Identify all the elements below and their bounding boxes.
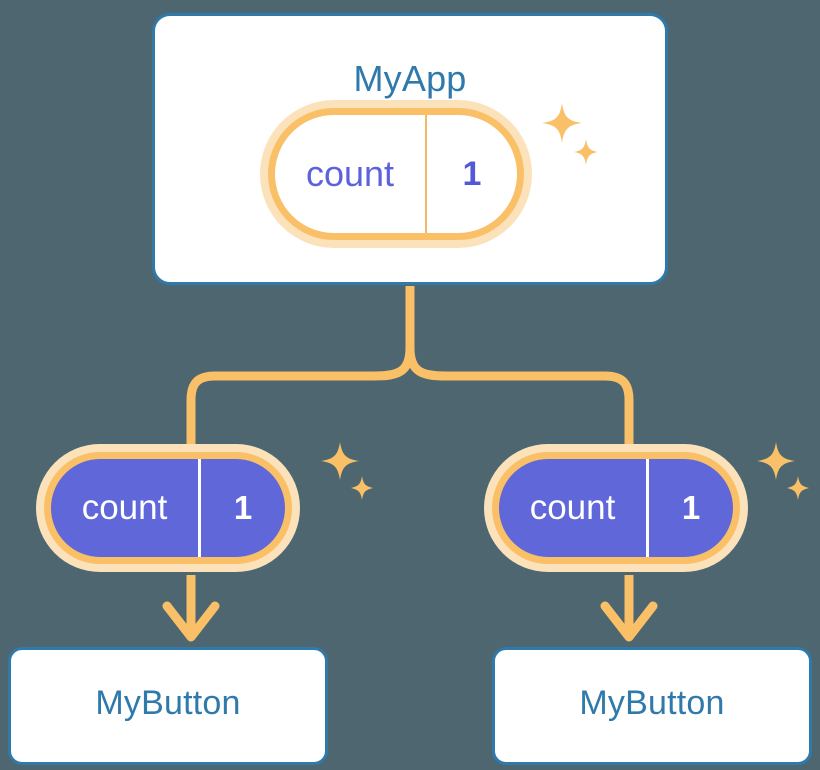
right-state-key: count <box>499 459 649 557</box>
branch-junction-right <box>405 343 634 457</box>
root-component-title: MyApp <box>353 58 467 99</box>
root-state-value: 1 <box>462 154 482 193</box>
left-child-component-title: MyButton <box>95 684 241 722</box>
right-state-value: 1 <box>681 489 701 526</box>
right-child-component-card[interactable]: MyButton <box>492 647 812 765</box>
left-state-value: 1 <box>233 489 253 526</box>
root-state-pill-wrapper: count 1 <box>268 108 524 240</box>
right-state-pill-wrapper: count 1 <box>492 452 740 564</box>
left-child-component-card[interactable]: MyButton <box>8 647 328 765</box>
sparkle-icon <box>321 442 373 500</box>
right-state-pill[interactable]: count 1 <box>492 452 740 564</box>
root-state-pill[interactable]: count 1 <box>268 108 524 240</box>
right-state-to-button-arrowhead <box>600 601 658 642</box>
branch-junction-left <box>186 343 415 457</box>
right-child-component-title: MyButton <box>579 684 725 722</box>
left-state-key: count <box>51 459 201 557</box>
left-state-pill-wrapper: count 1 <box>44 452 292 564</box>
sparkle-icon <box>757 442 809 500</box>
left-state-to-button-arrowhead <box>162 601 220 642</box>
left-state-pill[interactable]: count 1 <box>44 452 292 564</box>
root-state-key: count <box>275 115 427 233</box>
